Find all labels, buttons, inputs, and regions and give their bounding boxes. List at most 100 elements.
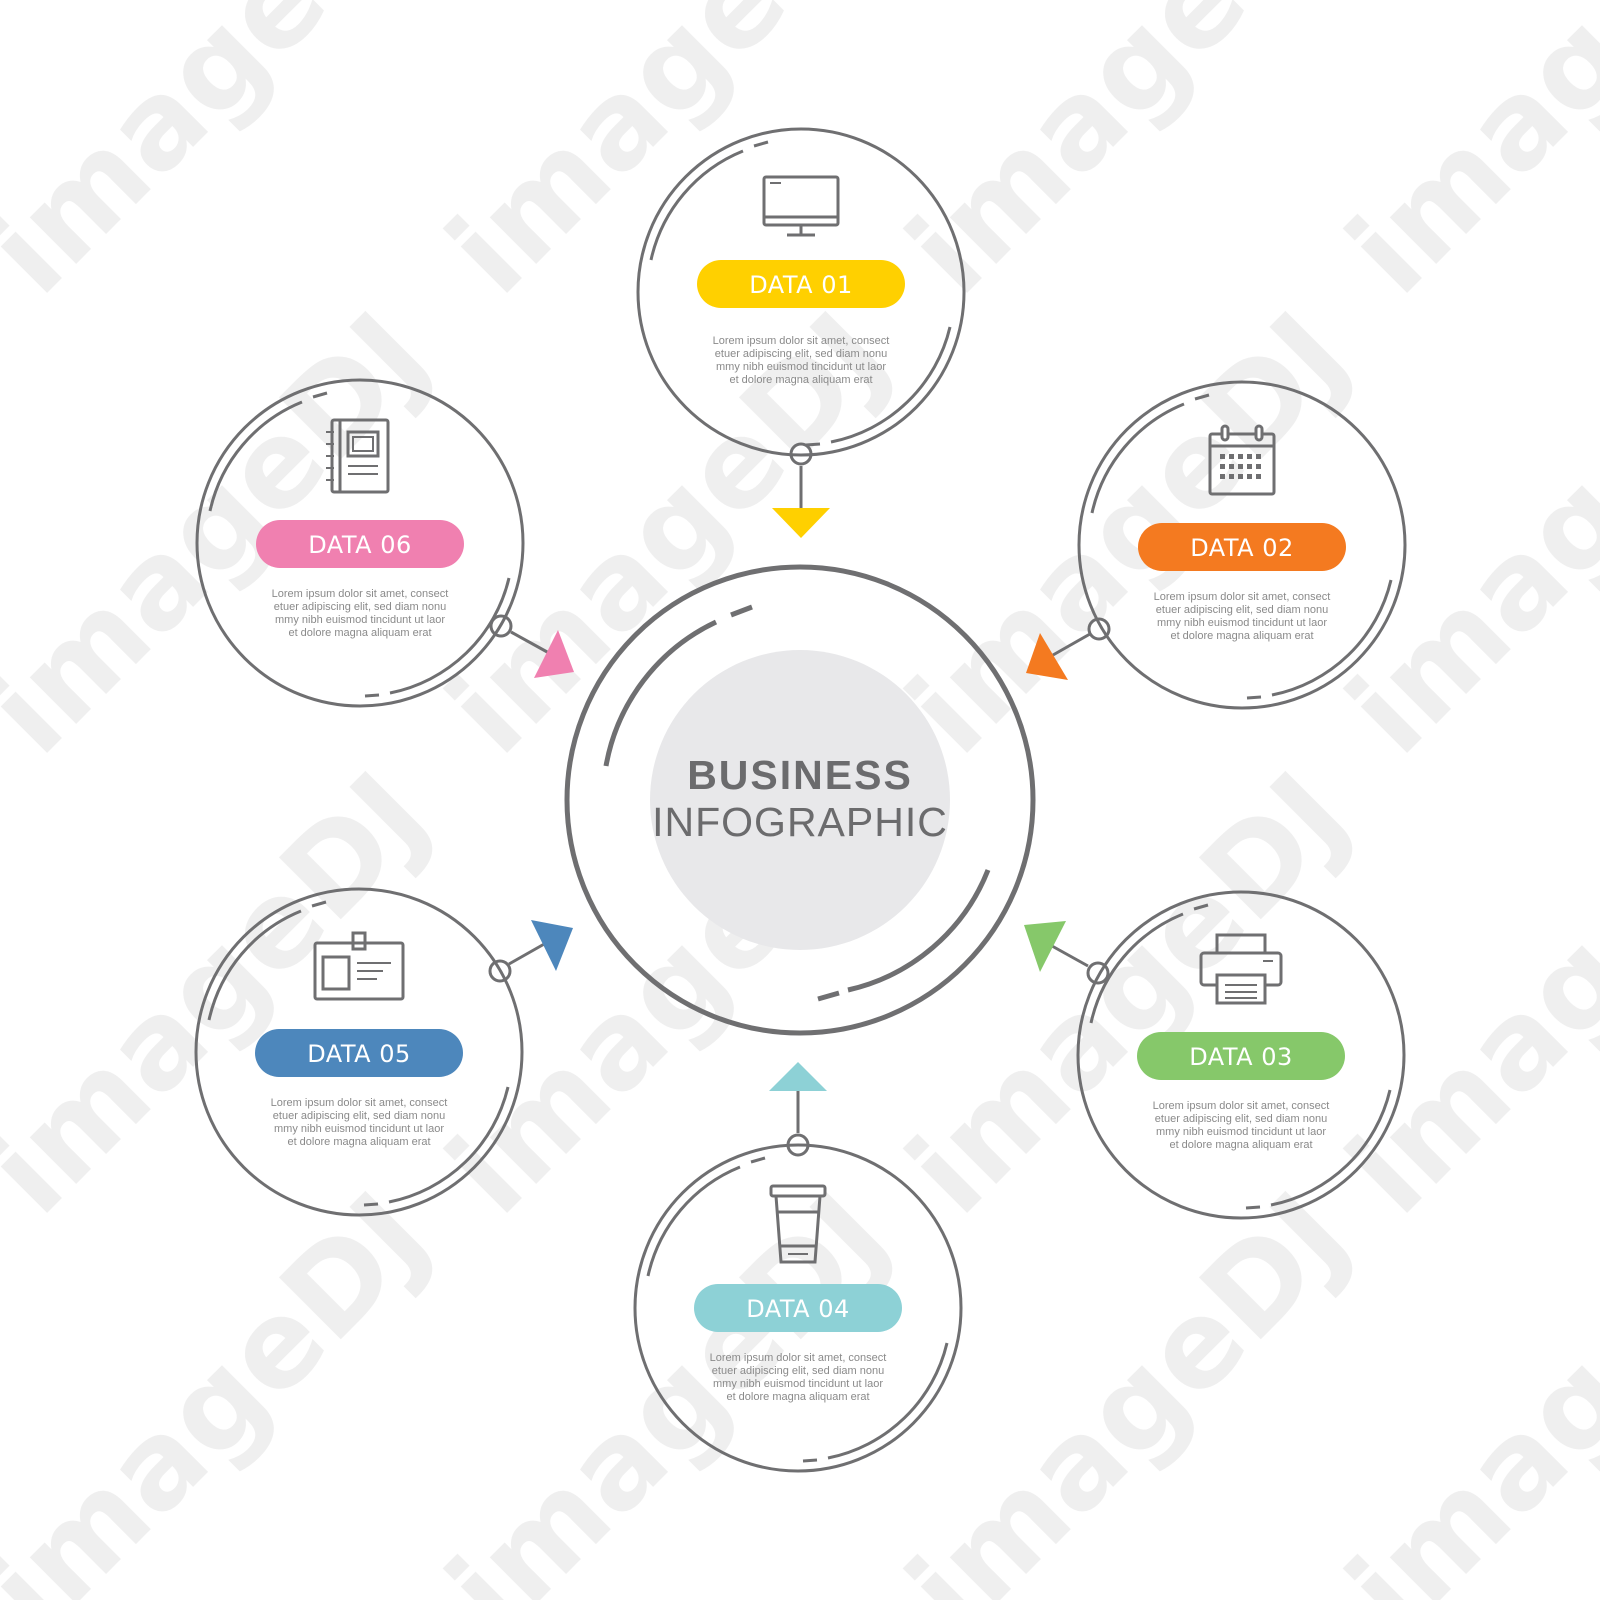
item-description-line: Lorem ipsum dolor sit amet, consect <box>271 1097 448 1109</box>
item-description-line: Lorem ipsum dolor sit amet, consect <box>713 335 890 347</box>
central-hub: BUSINESS INFOGRAPHIC <box>564 564 1036 1036</box>
watermark-text: imageDJ <box>0 747 456 1240</box>
center-inner-dash <box>817 990 840 1002</box>
item-inner-arc <box>208 400 303 512</box>
item-card-02: DATA 02 Lorem ipsum dolor sit amet, cons… <box>1077 380 1407 710</box>
item-inner-dash <box>312 391 328 399</box>
item-inner-arc <box>1270 1089 1392 1207</box>
connector-line-05 <box>508 941 547 966</box>
item-description-line: mmy nibh euismod tincidunt ut laor <box>713 1378 883 1390</box>
watermark-text: imageDJ <box>0 0 456 321</box>
arrow-04 <box>769 1062 827 1091</box>
watermark-text: imageDJ <box>882 1167 1375 1600</box>
item-description-line: etuer adipiscing elit, sed diam nonu <box>274 601 446 613</box>
item-description-line: etuer adipiscing elit, sed diam nonu <box>712 1365 884 1377</box>
item-description-line: mmy nibh euismod tincidunt ut laor <box>275 614 445 626</box>
watermark-text: imageDJ <box>1322 1167 1600 1600</box>
item-inner-dash <box>802 1458 818 1463</box>
watermark-text: imageDJ <box>1322 0 1600 321</box>
item-inner-dash <box>364 693 380 698</box>
calendar-icon <box>1208 424 1276 496</box>
arrow-05 <box>531 920 573 971</box>
item-description-line: Lorem ipsum dolor sit amet, consect <box>1153 1100 1330 1112</box>
item-label: DATA 04 <box>746 1295 850 1323</box>
item-description-line: Lorem ipsum dolor sit amet, consect <box>710 1352 887 1364</box>
item-label: DATA 01 <box>749 271 853 299</box>
item-outer-ring <box>1077 380 1407 710</box>
watermark-text: imageDJ <box>1322 287 1600 780</box>
center-inner-arc <box>603 619 718 767</box>
arrow-02 <box>1026 633 1068 680</box>
item-label: DATA 05 <box>307 1040 411 1068</box>
item-description-line: mmy nibh euismod tincidunt ut laor <box>274 1123 444 1135</box>
item-label-pill <box>697 260 905 308</box>
connector-line-06 <box>510 630 550 655</box>
item-outer-ring <box>1076 890 1406 1220</box>
item-inner-dash <box>1193 903 1209 911</box>
notebook-icon <box>326 418 390 494</box>
item-inner-arc <box>388 1086 510 1204</box>
item-description-line: et dolore magna aliquam erat <box>1169 1139 1312 1151</box>
item-label-pill <box>1138 523 1346 571</box>
monitor-icon <box>762 175 840 237</box>
item-card-06: DATA 06 Lorem ipsum dolor sit amet, cons… <box>195 378 525 708</box>
item-label: DATA 02 <box>1190 534 1294 562</box>
item-description-line: et dolore magna aliquam erat <box>729 374 872 386</box>
arrow-06 <box>534 630 574 678</box>
item-outer-ring <box>194 887 524 1217</box>
item-label: DATA 06 <box>308 531 412 559</box>
item-inner-dash <box>805 442 821 447</box>
item-inner-arc <box>646 1165 741 1277</box>
item-card-01: DATA 01 Lorem ipsum dolor sit amet, cons… <box>636 127 966 457</box>
item-description-line: etuer adipiscing elit, sed diam nonu <box>715 348 887 360</box>
center-outer-ring <box>564 564 1036 1036</box>
item-label-pill <box>255 1029 463 1077</box>
item-inner-dash <box>1245 1205 1261 1210</box>
watermark-text: imageDJ <box>882 0 1375 321</box>
item-description-line: et dolore magna aliquam erat <box>726 1391 869 1403</box>
item-card-04: DATA 04 Lorem ipsum dolor sit amet, cons… <box>633 1143 963 1473</box>
item-inner-arc <box>830 326 952 444</box>
item-label: DATA 03 <box>1189 1043 1293 1071</box>
item-inner-arc <box>649 149 744 261</box>
center-title-line2: INFOGRAPHIC <box>652 799 948 845</box>
item-inner-dash <box>311 900 327 908</box>
item-outer-ring <box>636 127 966 457</box>
item-label-pill <box>1137 1032 1345 1080</box>
arrow-03 <box>1024 921 1066 972</box>
item-label-pill <box>694 1284 902 1332</box>
item-description-line: Lorem ipsum dolor sit amet, consect <box>1154 591 1331 603</box>
item-description-line: mmy nibh euismod tincidunt ut laor <box>1157 617 1327 629</box>
item-inner-dash <box>753 140 769 148</box>
item-label-pill <box>256 520 464 568</box>
id-card-icon <box>313 931 405 1001</box>
item-inner-dash <box>750 1156 766 1164</box>
item-description-line: mmy nibh euismod tincidunt ut laor <box>1156 1126 1326 1138</box>
item-description-line: etuer adipiscing elit, sed diam nonu <box>1155 1113 1327 1125</box>
watermark-text: imageDJ <box>1322 747 1600 1240</box>
item-description-line: etuer adipiscing elit, sed diam nonu <box>273 1110 445 1122</box>
item-inner-arc <box>207 909 302 1021</box>
item-description-line: et dolore magna aliquam erat <box>287 1136 430 1148</box>
item-description-line: et dolore magna aliquam erat <box>1170 630 1313 642</box>
item-inner-arc <box>389 577 511 695</box>
item-description-line: mmy nibh euismod tincidunt ut laor <box>716 361 886 373</box>
item-card-03: DATA 03 Lorem ipsum dolor sit amet, cons… <box>1076 890 1406 1220</box>
center-title-line1: BUSINESS <box>687 752 913 798</box>
center-inner-dash <box>730 604 753 618</box>
item-inner-arc <box>1090 402 1185 514</box>
item-inner-dash <box>363 1202 379 1207</box>
center-fill-circle <box>650 650 950 950</box>
item-inner-dash <box>1246 695 1262 700</box>
center-inner-arc <box>847 869 991 993</box>
item-inner-arc <box>1089 912 1184 1024</box>
printer-icon <box>1199 933 1283 1005</box>
item-outer-ring <box>195 378 525 708</box>
watermark-text: imageDJ <box>882 747 1375 1240</box>
item-inner-dash <box>1194 393 1210 401</box>
item-inner-arc <box>827 1342 949 1460</box>
item-inner-arc <box>1271 579 1393 697</box>
item-outer-ring <box>633 1143 963 1473</box>
